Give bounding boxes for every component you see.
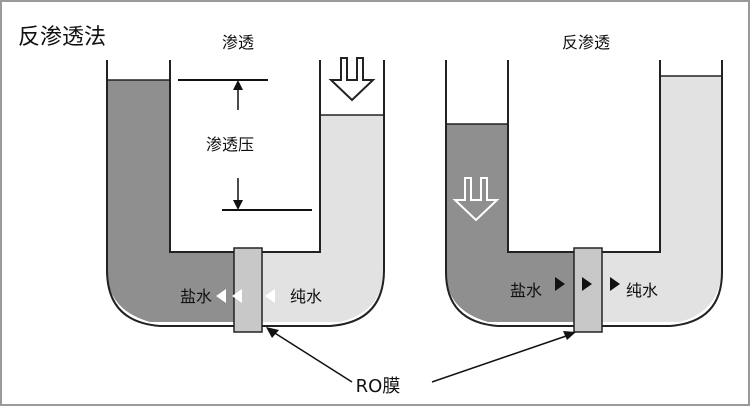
reverse-osmosis-panel: 反渗透 盐水 纯水: [445, 33, 723, 333]
right-pure-label: 纯水: [626, 281, 658, 300]
right-salt-label: 盐水: [510, 281, 542, 300]
right-flow-arrow-2-icon: [582, 277, 592, 291]
right-ro-membrane: [573, 247, 603, 333]
right-flow-arrow-1-icon: [555, 277, 565, 291]
left-ro-membrane: [233, 247, 263, 333]
left-flow-arrow-3-icon: [265, 289, 275, 303]
left-salt-water: [107, 80, 243, 322]
ro-pointer-left-arrowhead-icon: [266, 327, 279, 338]
left-hollow-down-arrow-icon: [328, 57, 376, 102]
pressure-arrow-down-icon: [233, 200, 243, 210]
right-pressure-down-arrow-icon: [452, 177, 500, 222]
pressure-arrow-up-icon: [233, 80, 243, 90]
left-pure-label: 纯水: [290, 287, 322, 306]
ro-pointer-left-line: [269, 329, 353, 383]
left-flow-arrow-1-icon: [216, 289, 226, 303]
left-pure-water: [262, 115, 384, 322]
ro-membrane-label: RO膜: [356, 376, 401, 397]
right-flow-arrow-3-icon: [610, 277, 620, 291]
diagram-title: 反渗透法: [18, 25, 106, 50]
left-salt-label: 盐水: [180, 287, 212, 306]
osmosis-header: 渗透: [222, 33, 254, 52]
osmosis-panel: 渗透 渗透压 盐水 纯水: [106, 33, 385, 333]
pressure-label: 渗透压: [206, 135, 254, 154]
ro-pointer-right-arrowhead-icon: [563, 331, 576, 340]
right-salt-water: [446, 124, 576, 322]
reverse-osmosis-header: 反渗透: [562, 33, 610, 52]
left-flow-arrow-2-icon: [232, 289, 242, 303]
ro-pointer-right-line: [431, 333, 573, 383]
